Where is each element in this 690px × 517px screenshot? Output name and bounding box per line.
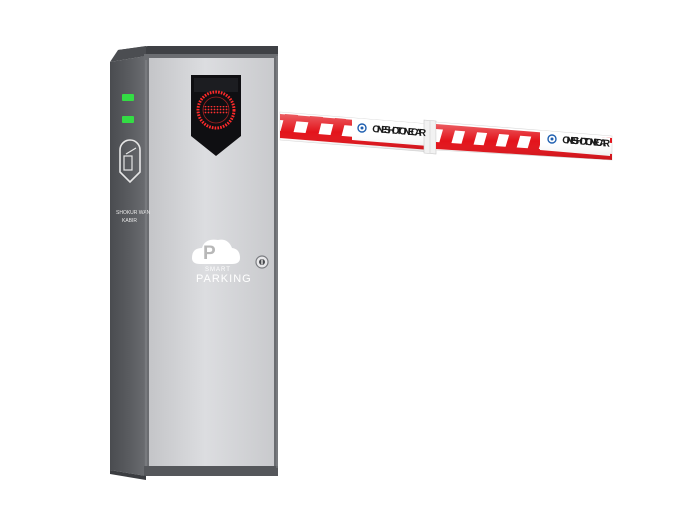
boom-slogan-1: ONE SHOT ONE CAR [372,124,427,139]
boom-joint [423,119,437,155]
indicator-light-2 [122,116,134,123]
indicator-light-1 [122,94,134,101]
cabinet-top [118,46,278,56]
boom-logo-1-icon [357,123,367,133]
parking-sign-icon [119,139,141,184]
boom-segment-2 [435,121,613,161]
side-label-line-2: KABIR [122,218,137,224]
boom-slogan-2: ONE SHOT ONE CAR [562,135,611,150]
signal-display [191,75,241,156]
parking-logo: P SMART PARKING [192,239,252,285]
logo-big-text: PARKING [196,273,252,285]
boom-segment-1 [279,111,431,153]
logo-small-text: SMART [205,267,231,273]
boom-logo-2-icon [547,134,557,144]
side-label-line-1: SHOKUR WAN [116,210,151,216]
logo-p-letter: P [203,243,216,264]
key-lock-icon[interactable] [255,255,269,269]
cabinet-base [144,466,278,476]
gate-cabinet: SHOKUR WAN KABIR P SMART PARKING [110,46,278,480]
cabinet-side-panel [110,56,146,476]
no-entry-icon [196,90,236,130]
boom-arm[interactable]: ONE SHOT ONE CAR ONE SHOT ONE CAR [279,111,613,161]
